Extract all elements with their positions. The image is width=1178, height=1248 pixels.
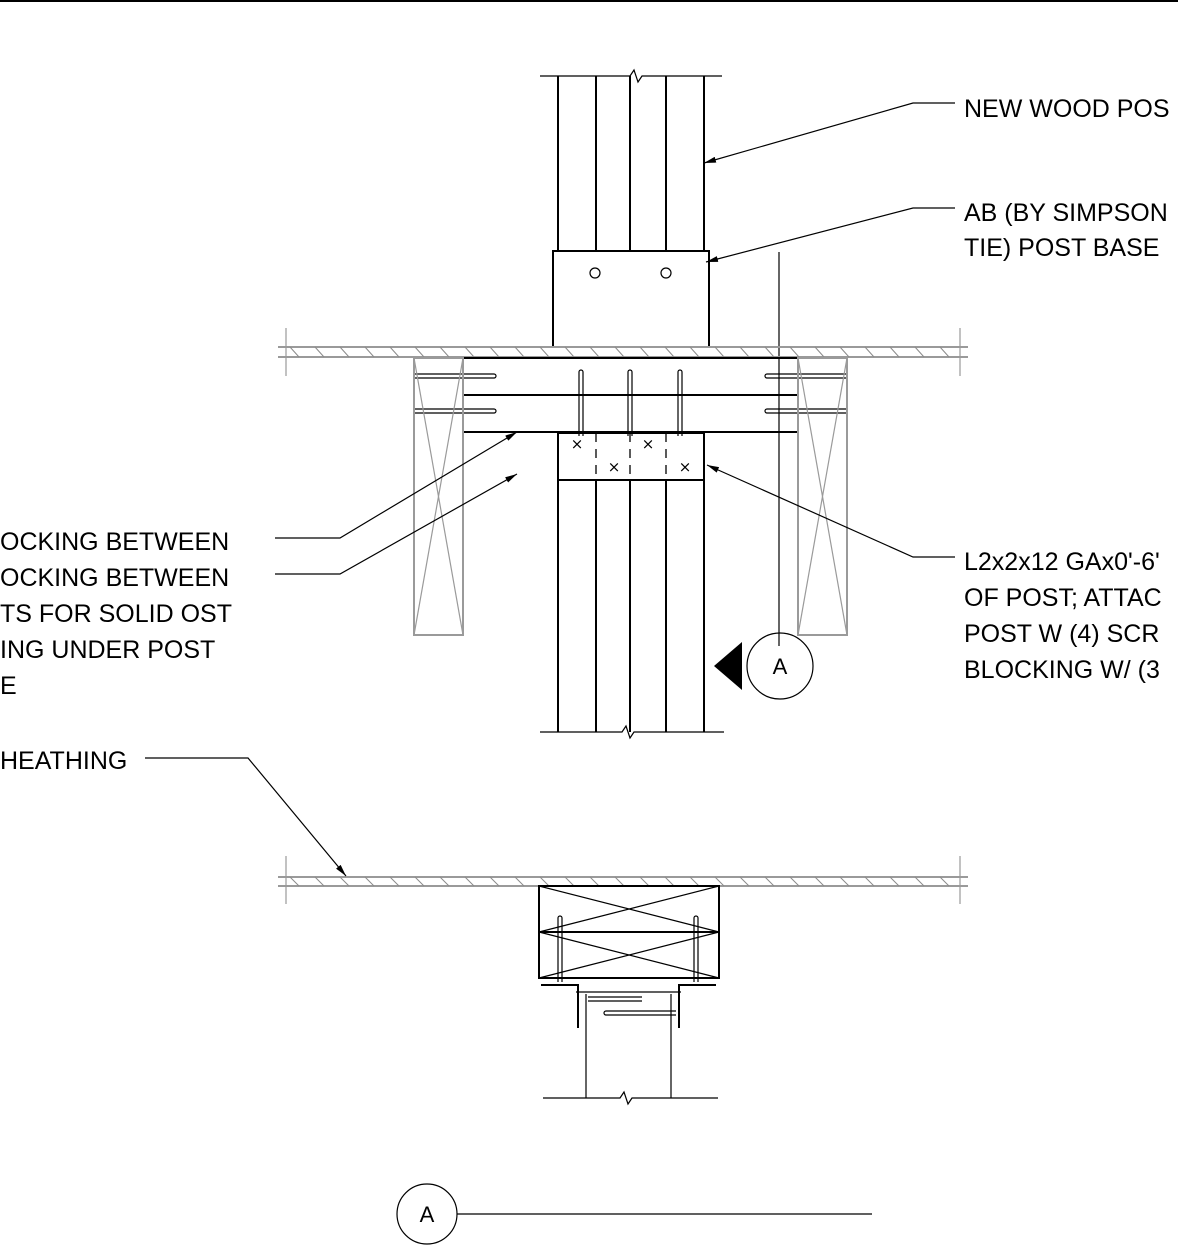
note-blocking-line-1: OCKING BETWEEN (0, 528, 229, 556)
svg-text:×: × (571, 435, 584, 453)
svg-text:×: × (642, 435, 655, 453)
note-blocking-line-2: OCKING BETWEEN (0, 564, 229, 592)
note-new-wood-post: NEW WOOD POS (964, 95, 1170, 123)
floor-joists (413, 357, 848, 636)
note-sheathing: HEATHING (0, 747, 127, 775)
section-marker-cut: A (714, 632, 814, 700)
svg-text:×: × (608, 458, 621, 476)
note-angle-line-4: BLOCKING W/ (3 (964, 656, 1160, 684)
note-angle-line-1: L2x2x12 GAx0'-6' (964, 548, 1160, 576)
svg-text:×: × (679, 458, 692, 476)
note-blocking-line-4: ING UNDER POST (0, 636, 215, 664)
note-blocking-line-5: E (0, 672, 17, 700)
supporting-post (540, 480, 724, 740)
section-marker-cut-label: A (773, 654, 788, 679)
lower-blocking (538, 885, 720, 982)
note-post-base-line-1: AB (BY SIMPSON (964, 199, 1168, 227)
lower-sheathing (278, 856, 968, 904)
section-title-label: A (420, 1202, 435, 1227)
lower-angle-and-post (541, 984, 718, 1106)
note-angle-line-2: OF POST; ATTAC (964, 584, 1162, 612)
section-title-marker: A (396, 1183, 872, 1245)
note-angle-line-3: POST W (4) SCR (964, 620, 1159, 648)
blocking-bolts (413, 371, 848, 416)
post-base (552, 250, 710, 348)
upper-sheathing (278, 328, 968, 376)
leader-lines (145, 102, 955, 877)
double-blocking (462, 357, 799, 433)
note-blocking-line-3: TS FOR SOLID OST (0, 600, 232, 628)
note-post-base-line-2: TIE) POST BASE (964, 234, 1159, 262)
angle-screws (578, 369, 683, 436)
solid-blocking-angle: × × × × (557, 432, 705, 481)
upper-wood-post (540, 68, 722, 250)
